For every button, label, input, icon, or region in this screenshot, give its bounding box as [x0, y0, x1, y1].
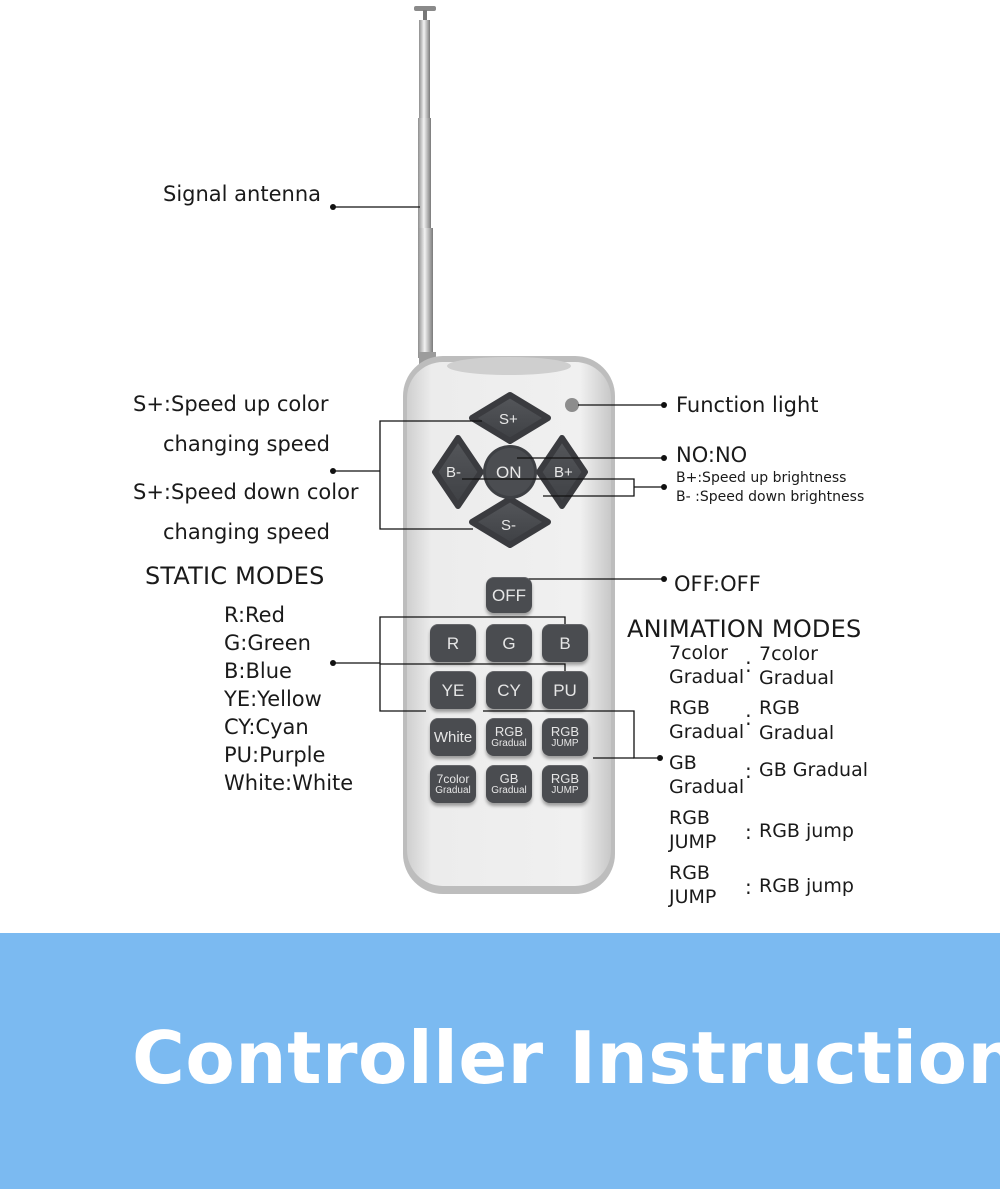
static-mode-yellow: YE:Yellow [224, 687, 322, 711]
anim-desc-1-line2: Gradual [759, 667, 835, 689]
green-button[interactable]: G [486, 624, 532, 662]
animation-modes-heading: ANIMATION MODES [627, 615, 862, 643]
dpad-right-label[interactable]: B+ [554, 464, 573, 481]
button-label: B [559, 633, 571, 653]
button-sublabel: JUMP [551, 738, 579, 749]
rgb-gradual-button[interactable]: RGB Gradual [486, 718, 532, 756]
leader-lines [333, 206, 664, 759]
button-label: GB [499, 771, 519, 786]
blue-button[interactable]: B [542, 624, 588, 662]
button-label: CY [497, 680, 521, 700]
button-sublabel: Gradual [491, 785, 527, 796]
static-modes-heading: STATIC MODES [145, 562, 325, 590]
anim-key-4-line1: RGB [669, 807, 710, 829]
purple-button[interactable]: PU [542, 671, 588, 709]
white-button[interactable]: White [430, 718, 476, 756]
anim-separator-3: : [745, 759, 752, 783]
anim-key-2-line1: RGB [669, 697, 710, 719]
anim-key-5-line2: JUMP [669, 886, 717, 908]
button-label: RGB [550, 771, 580, 786]
anim-separator-5: : [745, 875, 752, 899]
button-sublabel: Gradual [435, 784, 471, 796]
static-mode-green: G:Green [224, 631, 311, 655]
speed-up-label-1: S+:Speed up color [133, 392, 329, 416]
dpad-up-label[interactable]: S+ [499, 411, 518, 428]
button-label: White [433, 728, 473, 746]
on-label: NO:NO [676, 443, 748, 467]
anim-key-2-line2: Gradual [669, 721, 745, 743]
antenna [414, 6, 436, 366]
button-label: G [502, 633, 516, 653]
off-button-label: OFF [492, 585, 526, 605]
off-label: OFF:OFF [674, 572, 761, 596]
button-label: 7color [436, 771, 470, 786]
button-label: RGB [550, 724, 580, 739]
anim-desc-4: RGB jump [759, 820, 854, 842]
anim-key-3-line2: Gradual [669, 776, 745, 798]
7color-gradual-button[interactable]: 7color Gradual [430, 765, 476, 803]
static-mode-purple: PU:Purple [224, 743, 326, 767]
dpad [432, 392, 588, 548]
anim-desc-1-line1: 7color [759, 643, 818, 665]
rgb-jump-button-2[interactable]: RGB JUMP [542, 765, 588, 803]
anim-key-4-line2: JUMP [669, 831, 717, 853]
red-button[interactable]: R [430, 624, 476, 662]
off-button[interactable]: OFF [486, 577, 532, 613]
anim-key-3-line1: GB [669, 752, 697, 774]
speed-down-label-2: changing speed [163, 520, 330, 544]
anim-separator-2: : [745, 706, 752, 730]
button-label: RGB [494, 724, 524, 739]
leader-dots [330, 204, 667, 761]
brightness-up-label: B+:Speed up brightness [676, 470, 847, 486]
gb-gradual-button[interactable]: GB Gradual [486, 765, 532, 803]
static-mode-cyan: CY:Cyan [224, 715, 309, 739]
anim-desc-2-line1: RGB [759, 697, 800, 719]
brightness-down-label: B- :Speed down brightness [676, 489, 865, 505]
signal-antenna-label: Signal antenna [163, 182, 322, 206]
anim-key-5-line1: RGB [669, 862, 710, 884]
button-sublabel: JUMP [551, 785, 579, 796]
function-light [565, 398, 579, 412]
button-sublabel: Gradual [491, 738, 527, 749]
anim-desc-5: RGB jump [759, 875, 854, 897]
anim-key-1-line1: 7color [669, 642, 728, 664]
speed-up-label-2: changing speed [163, 432, 330, 456]
yellow-button[interactable]: YE [430, 671, 476, 709]
button-label: YE [441, 680, 465, 700]
dpad-left-label[interactable]: B- [446, 464, 461, 481]
static-mode-blue: B:Blue [224, 659, 292, 683]
button-label: PU [553, 680, 577, 700]
rgb-jump-button[interactable]: RGB JUMP [542, 718, 588, 756]
anim-key-1-line2: Gradual [669, 666, 745, 688]
anim-desc-2-line2: Gradual [759, 722, 835, 744]
anim-separator-1: : [745, 653, 752, 677]
anim-separator-4: : [745, 820, 752, 844]
speed-down-label-1: S+:Speed down color [133, 480, 359, 504]
button-label: R [446, 633, 460, 653]
dpad-down-label[interactable]: S- [501, 517, 516, 534]
cyan-button[interactable]: CY [486, 671, 532, 709]
banner-title: Controller Instruction [132, 1016, 1000, 1100]
anim-desc-3: GB Gradual [759, 759, 868, 781]
banner [0, 933, 1000, 1189]
static-mode-red: R:Red [224, 603, 285, 627]
static-mode-white: White:White [224, 771, 354, 795]
function-light-label: Function light [676, 393, 819, 417]
dpad-on-label[interactable]: ON [496, 463, 522, 482]
